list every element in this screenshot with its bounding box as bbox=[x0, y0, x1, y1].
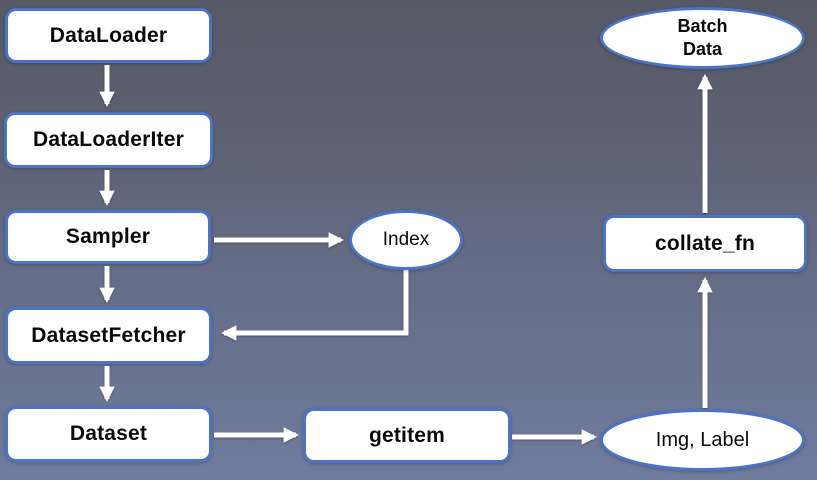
node-collate-fn-label: collate_fn bbox=[654, 231, 756, 255]
node-dataloader-label: DataLoader bbox=[49, 23, 168, 47]
node-dataloaderiter: DataLoaderIter bbox=[4, 112, 213, 168]
node-batch-data-line1: Batch bbox=[677, 15, 728, 36]
node-dataset-label: Dataset bbox=[69, 422, 148, 445]
node-batch-data: Batch Data bbox=[600, 7, 805, 69]
node-dataloader: DataLoader bbox=[5, 8, 212, 63]
node-dataloaderiter-label: DataLoaderIter bbox=[32, 128, 184, 151]
edge-index-to-datasetfetcher bbox=[220, 270, 409, 341]
node-dataset: Dataset bbox=[5, 406, 212, 462]
node-getitem-label: getitem bbox=[368, 423, 446, 447]
node-datasetfetcher: DatasetFetcher bbox=[5, 307, 212, 364]
node-sampler-label: Sampler bbox=[65, 225, 151, 248]
node-batch-data-line2: Data bbox=[682, 39, 722, 59]
node-img-label: Img, Label bbox=[600, 409, 805, 471]
node-sampler: Sampler bbox=[5, 210, 211, 264]
node-collate-fn: collate_fn bbox=[603, 215, 807, 272]
node-index: Index bbox=[349, 210, 463, 270]
node-datasetfetcher-label: DatasetFetcher bbox=[31, 323, 186, 347]
node-getitem: getitem bbox=[303, 408, 511, 463]
node-index-label: Index bbox=[382, 229, 430, 250]
node-img-label-label: Img, Label bbox=[655, 428, 750, 451]
